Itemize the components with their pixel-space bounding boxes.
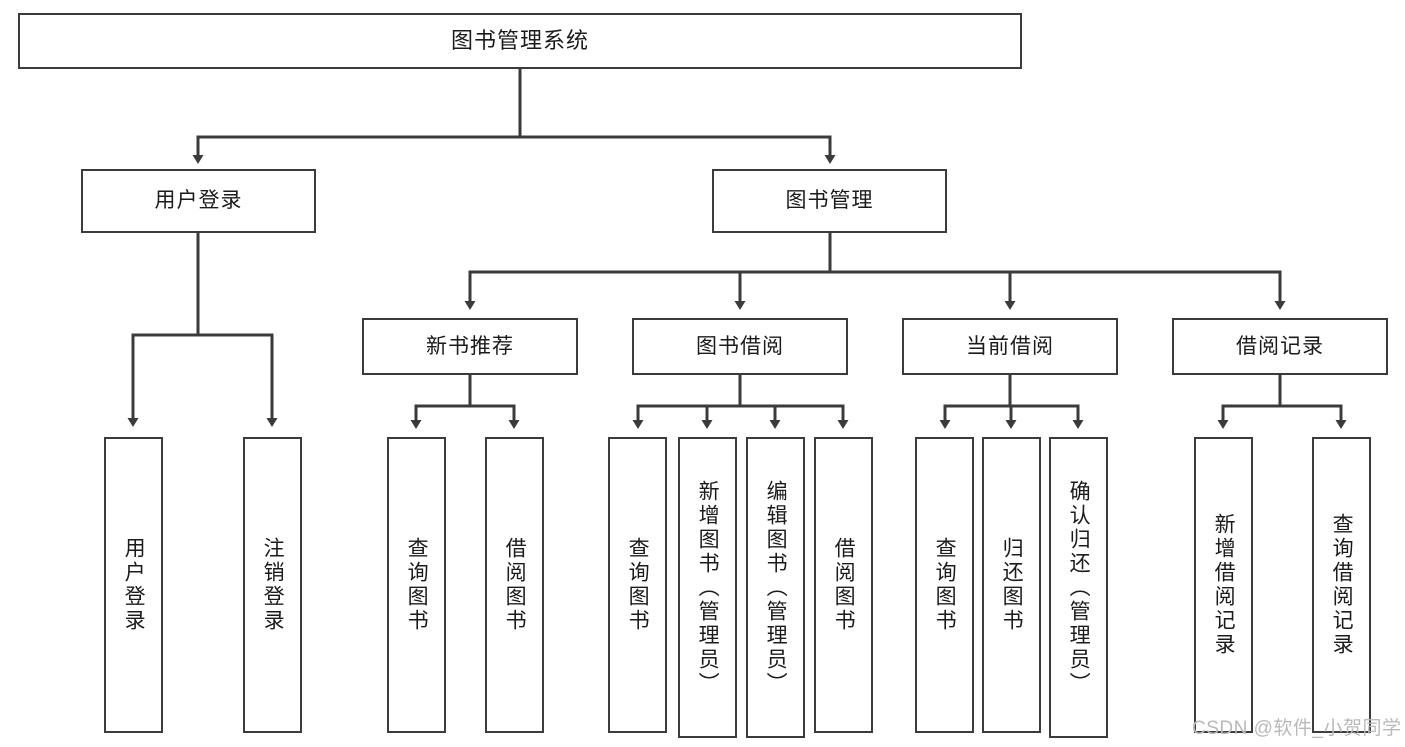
- leaf-borrow-record-query[interactable]: 查询借阅记录: [1312, 437, 1371, 733]
- node-label: 图书管理系统: [450, 27, 589, 53]
- leaf-current-borrow-confirm-return[interactable]: 确认归还（管理员）: [1049, 437, 1108, 738]
- node-label: 当前借阅: [966, 334, 1054, 358]
- node-label: 用户登录: [154, 189, 243, 213]
- leaf-current-borrow-return[interactable]: 归还图书: [982, 437, 1041, 733]
- node-label: 查询借阅记录: [1330, 513, 1354, 657]
- leaf-current-borrow-query[interactable]: 查询图书: [915, 437, 974, 733]
- leaf-new-book-query[interactable]: 查询图书: [387, 437, 446, 733]
- node-label: 新增图书（管理员）: [696, 479, 720, 696]
- leaf-book-borrow-query[interactable]: 查询图书: [608, 437, 667, 733]
- leaf-borrow-record-add[interactable]: 新增借阅记录: [1194, 437, 1253, 733]
- node-book-borrow[interactable]: 图书借阅: [632, 318, 848, 375]
- node-root-system[interactable]: 图书管理系统: [18, 13, 1022, 69]
- node-label: 确认归还（管理员）: [1067, 479, 1091, 696]
- node-label: 图书管理: [785, 189, 874, 213]
- leaf-user-login-logout[interactable]: 注销登录: [243, 437, 302, 733]
- node-current-borrow[interactable]: 当前借阅: [902, 318, 1118, 375]
- node-new-book-recommend[interactable]: 新书推荐: [362, 318, 578, 375]
- node-label: 查询图书: [405, 537, 429, 633]
- node-borrow-record[interactable]: 借阅记录: [1172, 318, 1388, 375]
- leaf-new-book-borrow[interactable]: 借阅图书: [485, 437, 544, 733]
- node-label: 新增借阅记录: [1212, 513, 1236, 657]
- node-label: 新书推荐: [426, 334, 514, 358]
- node-label: 编辑图书（管理员）: [764, 479, 788, 696]
- node-book-management[interactable]: 图书管理: [712, 169, 947, 233]
- node-user-login[interactable]: 用户登录: [81, 169, 316, 233]
- node-label: 查询图书: [933, 537, 957, 633]
- node-label: 用户登录: [122, 537, 146, 633]
- node-label: 借阅图书: [832, 537, 856, 633]
- node-label: 借阅记录: [1236, 334, 1324, 358]
- leaf-user-login-login[interactable]: 用户登录: [104, 437, 163, 733]
- node-label: 归还图书: [1000, 537, 1024, 633]
- node-label: 借阅图书: [503, 537, 527, 633]
- node-label: 图书借阅: [696, 334, 784, 358]
- leaf-book-borrow-add[interactable]: 新增图书（管理员）: [678, 437, 737, 738]
- leaf-book-borrow-edit[interactable]: 编辑图书（管理员）: [746, 437, 805, 738]
- node-label: 查询图书: [626, 537, 650, 633]
- leaf-book-borrow-borrow[interactable]: 借阅图书: [814, 437, 873, 733]
- node-label: 注销登录: [261, 537, 285, 633]
